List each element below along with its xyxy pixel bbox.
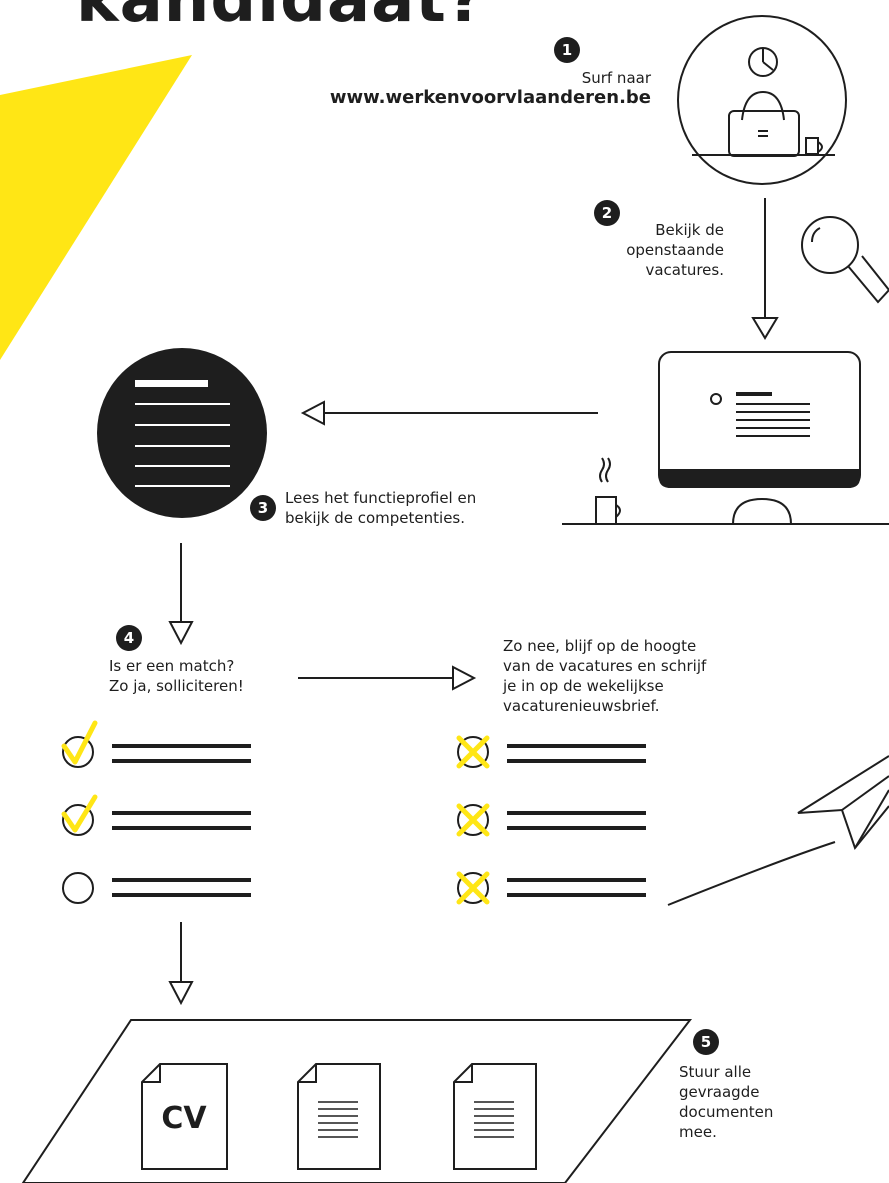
- arrow-to-profile: [300, 400, 598, 426]
- laptop-user-icon: [677, 15, 847, 185]
- step-5-text: Stuur alle gevraagde documenten mee.: [679, 1062, 829, 1142]
- arrow-to-monitor: [751, 198, 779, 340]
- step-4-text: Is er een match? Zo ja, solliciteren!: [109, 656, 299, 696]
- text-document-icon: [297, 1063, 381, 1170]
- step-2-number: 2: [594, 200, 620, 226]
- no-match-line-4: vacaturenieuwsbrief.: [503, 697, 660, 715]
- step-1-text: Surf naar www.werkenvoorvlaanderen.be: [250, 68, 651, 108]
- step-1-number: 1: [554, 37, 580, 63]
- step-1-url: www.werkenvoorvlaanderen.be: [329, 87, 651, 108]
- documents-area: [21, 1019, 693, 1183]
- step-3-line-2: bekijk de competenties.: [285, 509, 466, 527]
- step-5-line-3: documenten: [679, 1103, 774, 1121]
- step-5-number: 5: [693, 1029, 719, 1055]
- no-match-line-2: van de vacatures en schrijf: [503, 657, 707, 675]
- step-1-line-1: Surf naar: [581, 69, 651, 87]
- text-document-icon: [453, 1063, 537, 1170]
- no-match-line-1: Zo nee, blijf op de hoogte: [503, 637, 697, 655]
- arrow-to-no-match: [298, 665, 477, 691]
- profile-document-icon: [97, 348, 267, 518]
- step-2-line-2: openstaande: [626, 241, 724, 259]
- step-5-line-1: Stuur alle: [679, 1063, 752, 1081]
- step-2-line-1: Bekijk de: [655, 221, 724, 239]
- step-4-line-1: Is er een match?: [109, 657, 235, 675]
- step-4-line-2: Zo ja, solliciteren!: [109, 677, 244, 695]
- page-title: kandidaat?: [76, 0, 485, 37]
- step-4-number: 4: [116, 625, 142, 651]
- step-2-line-3: vacatures.: [645, 261, 724, 279]
- arrow-to-match: [168, 543, 194, 646]
- step-3-number: 3: [250, 495, 276, 521]
- arrow-to-documents: [168, 922, 194, 1006]
- no-match-checklist: [456, 735, 646, 905]
- cv-label: CV: [161, 1101, 207, 1136]
- magnifier-icon: [801, 216, 889, 304]
- match-checklist: [61, 720, 251, 904]
- yellow-accent-shape: [0, 55, 192, 360]
- step-5-line-4: mee.: [679, 1123, 717, 1141]
- step-3-text: Lees het functieprofiel en bekijk de com…: [285, 488, 555, 528]
- step-2-text: Bekijk de openstaande vacatures.: [594, 220, 724, 280]
- no-match-text: Zo nee, blijf op de hoogte van de vacatu…: [503, 636, 753, 716]
- step-5-line-2: gevraagde: [679, 1083, 760, 1101]
- monitor-icon: [562, 351, 889, 525]
- no-match-line-3: je in op de wekelijkse: [503, 677, 664, 695]
- cv-document-icon: [141, 1063, 228, 1170]
- paper-plane-icon: [667, 755, 889, 906]
- step-3-line-1: Lees het functieprofiel en: [285, 489, 477, 507]
